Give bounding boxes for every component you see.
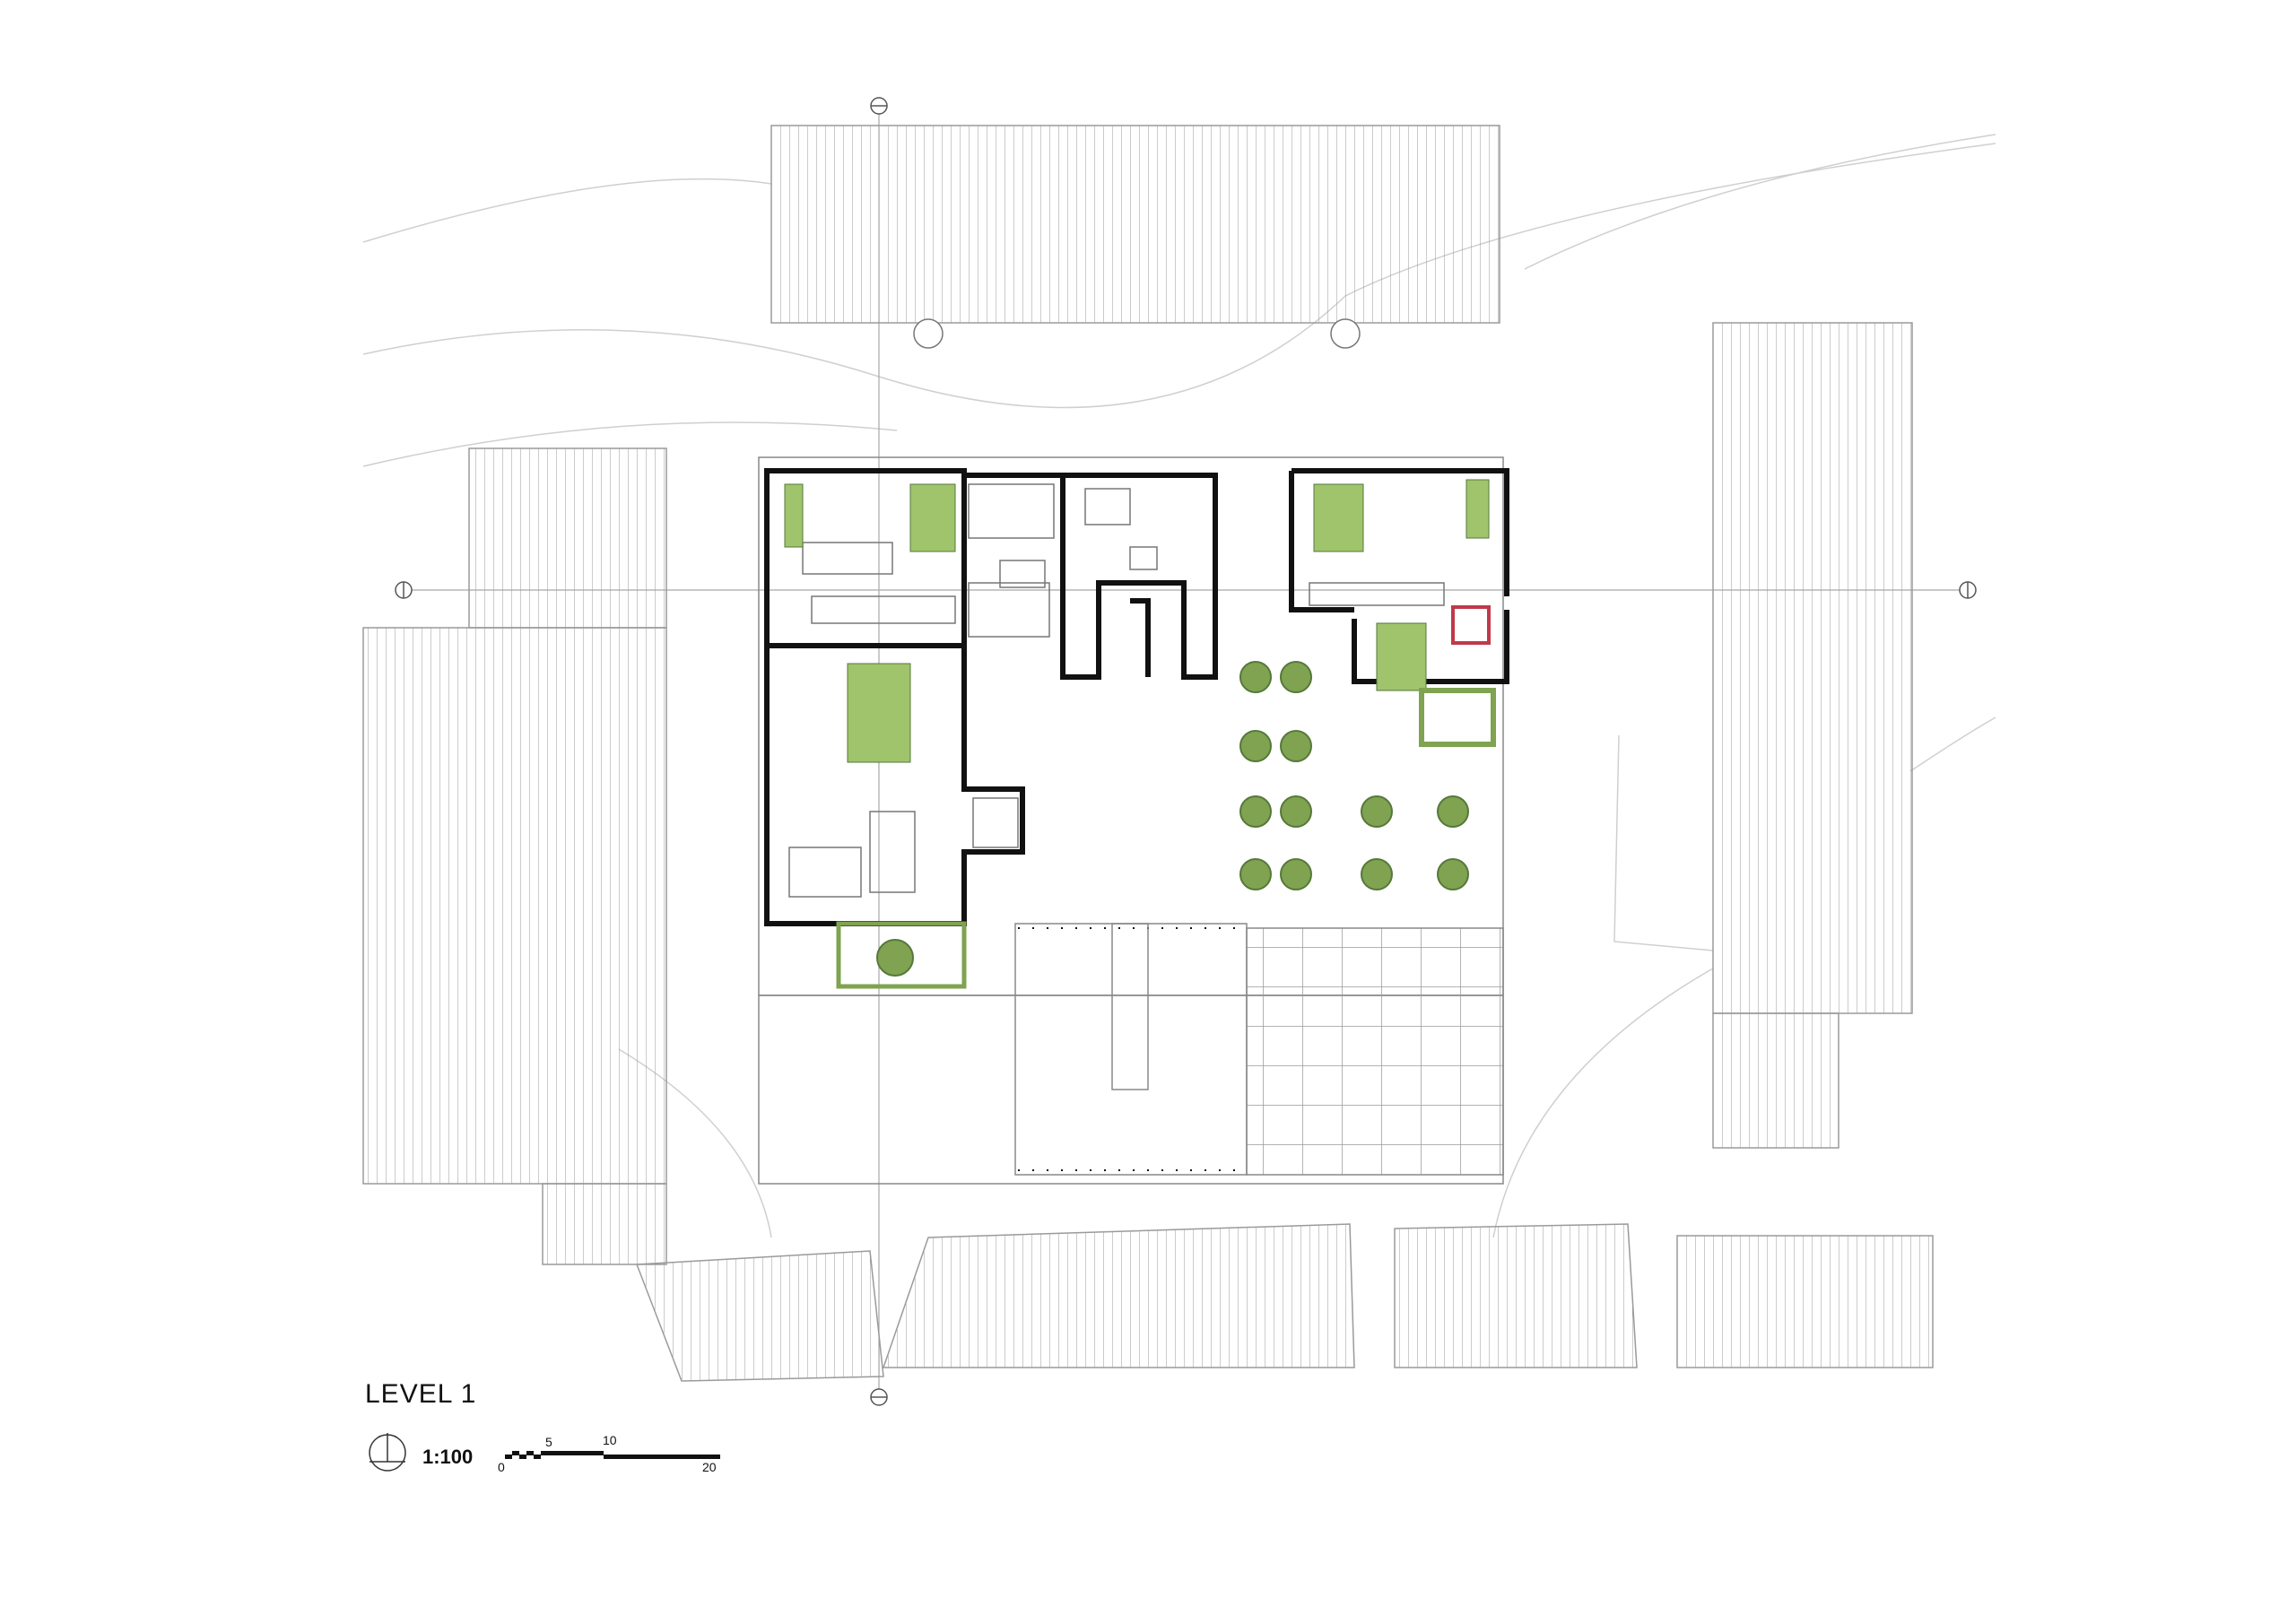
planters xyxy=(784,479,1496,989)
tree-icon xyxy=(1280,795,1312,828)
pavilion-colonnade xyxy=(1014,923,1248,1176)
landscape-tree xyxy=(876,939,914,977)
scale-tick-5: 5 xyxy=(545,1435,552,1449)
tree-icon xyxy=(1361,858,1393,890)
roof-columns xyxy=(913,318,1361,349)
surrounding-roofs xyxy=(362,125,1934,1382)
tree-icon xyxy=(1239,795,1272,828)
tree-icon xyxy=(1280,661,1312,693)
drawing-title: LEVEL 1 xyxy=(365,1379,477,1409)
scale-ratio: 1:100 xyxy=(422,1446,474,1468)
pergola-grid xyxy=(1246,927,1504,1176)
tree-icon xyxy=(1239,661,1272,693)
scale-tick-10: 10 xyxy=(603,1433,617,1447)
interior-furniture xyxy=(788,483,1445,898)
tree-icon xyxy=(1280,858,1312,890)
tree-icon xyxy=(1239,730,1272,762)
building-walls xyxy=(764,468,1509,926)
accent-stair xyxy=(1451,605,1491,645)
axis-markers xyxy=(395,97,1977,1406)
tree-icon xyxy=(1239,858,1272,890)
tree-icon xyxy=(1361,795,1393,828)
scale-tick-0: 0 xyxy=(498,1460,505,1474)
tree-icon xyxy=(1280,730,1312,762)
tree-icon xyxy=(1437,795,1469,828)
scale-bar xyxy=(505,1451,720,1459)
scale-tick-20: 20 xyxy=(702,1460,717,1474)
north-arrow-icon xyxy=(369,1433,406,1472)
tree-icon xyxy=(1437,858,1469,890)
courtyard-trees xyxy=(1239,661,1469,890)
